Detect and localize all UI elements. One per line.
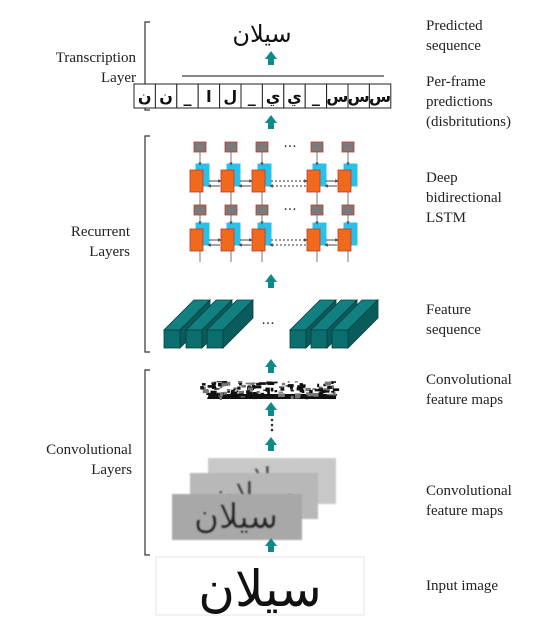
frame-char: ي (266, 87, 281, 107)
frame-cell: ي (283, 83, 306, 109)
frame-char: _ (248, 87, 256, 106)
frame-char: س (326, 87, 348, 106)
feature-block (206, 299, 254, 349)
lstm-cell (189, 222, 210, 252)
predicted-sequence-label: Predicted sequence (426, 18, 483, 54)
lstm-cell (306, 222, 327, 252)
frame-cell: ي (261, 83, 285, 109)
lstm-hidden-node (310, 204, 324, 216)
flow-arrows (265, 51, 277, 552)
frame-char: س (369, 87, 391, 106)
svg-text:سيلان: سيلان (198, 560, 322, 618)
lstm-grid (189, 141, 358, 262)
conv-feature-map-noise (200, 381, 340, 401)
layer-brackets (144, 21, 150, 556)
frame-cell: س (347, 83, 370, 109)
up-arrow (265, 359, 277, 373)
frame-char: _ (184, 87, 192, 106)
lstm-gap-dots: ··· ··· (283, 139, 296, 218)
lstm-label: Deep bidirectional LSTM (426, 170, 502, 226)
frame-cell: س (368, 83, 392, 109)
frame-char: ل (223, 87, 237, 106)
per-frame-predictions-label: Per-frame predictions (disbritutions) (426, 74, 511, 130)
convolutional-layers-label: Convolutional Layers (46, 442, 132, 478)
frame-cell: ن (154, 83, 178, 109)
frame-cell: ن (133, 83, 156, 109)
transcription-bracket (144, 21, 150, 111)
frame-cell: _ (304, 83, 328, 109)
lstm-output-node (310, 141, 324, 153)
lstm-cell (251, 163, 272, 193)
lstm-cell (220, 222, 241, 252)
feature-gap-dots: ··· (261, 316, 274, 332)
convolutional-bracket (144, 369, 150, 556)
up-arrow (265, 437, 277, 451)
conv-feature-maps-stack: سيلان سيلان سيلان (172, 458, 336, 540)
conv-feature-map-top (200, 379, 340, 401)
frame-cell: ا (197, 83, 221, 109)
lstm-output-node (255, 141, 269, 153)
frame-char: ن (159, 87, 173, 106)
svg-text:···: ··· (283, 202, 296, 218)
frame-char: ا (206, 87, 211, 106)
lstm-output-node (224, 141, 238, 153)
frame-cell: س (326, 83, 349, 109)
input-image: سيلان (155, 556, 365, 618)
lstm-cell (337, 222, 358, 252)
svg-text:سيلان: سيلان (194, 497, 278, 537)
up-arrow (265, 274, 277, 288)
lstm-hidden-node (224, 204, 238, 216)
feature-map-front: سيلان (172, 494, 302, 540)
up-arrow (265, 402, 277, 416)
transcription-layer-label: Transcription Layer (55, 50, 136, 86)
frame-char: ي (287, 87, 302, 107)
up-arrow (265, 115, 277, 129)
lstm-cell (337, 163, 358, 193)
conv-feature-maps-bottom-label: Convolutional feature maps (426, 483, 512, 519)
recurrent-bracket (144, 135, 150, 353)
up-arrow (265, 538, 277, 552)
feature-block (331, 299, 379, 349)
frame-char: ن (138, 87, 152, 106)
frame-char: س (348, 87, 370, 106)
recurrent-layers-label: Recurrent Layers (70, 224, 130, 260)
lstm-cell (306, 163, 327, 193)
lstm-cell (220, 163, 241, 193)
frame-char: _ (312, 87, 320, 106)
conv-vertical-dots (270, 418, 274, 432)
lstm-output-node (341, 141, 355, 153)
feature-sequence-blocks (163, 299, 379, 349)
frame-cell: ل (219, 83, 242, 109)
conv-feature-maps-top-label: Convolutional feature maps (426, 372, 512, 408)
lstm-output-node (193, 141, 207, 153)
up-arrow (265, 51, 277, 65)
input-image-label: Input image (426, 578, 499, 594)
frame-cell: _ (176, 83, 199, 109)
predicted-sequence-text: سيلان (232, 20, 291, 48)
lstm-cell (251, 222, 272, 252)
lstm-hidden-node (341, 204, 355, 216)
lstm-cell (189, 163, 210, 193)
lstm-hidden-node (193, 204, 207, 216)
lstm-hidden-node (255, 204, 269, 216)
svg-text:···: ··· (283, 139, 296, 155)
frame-cell: _ (240, 83, 263, 109)
feature-sequence-label: Feature sequence (426, 302, 481, 338)
